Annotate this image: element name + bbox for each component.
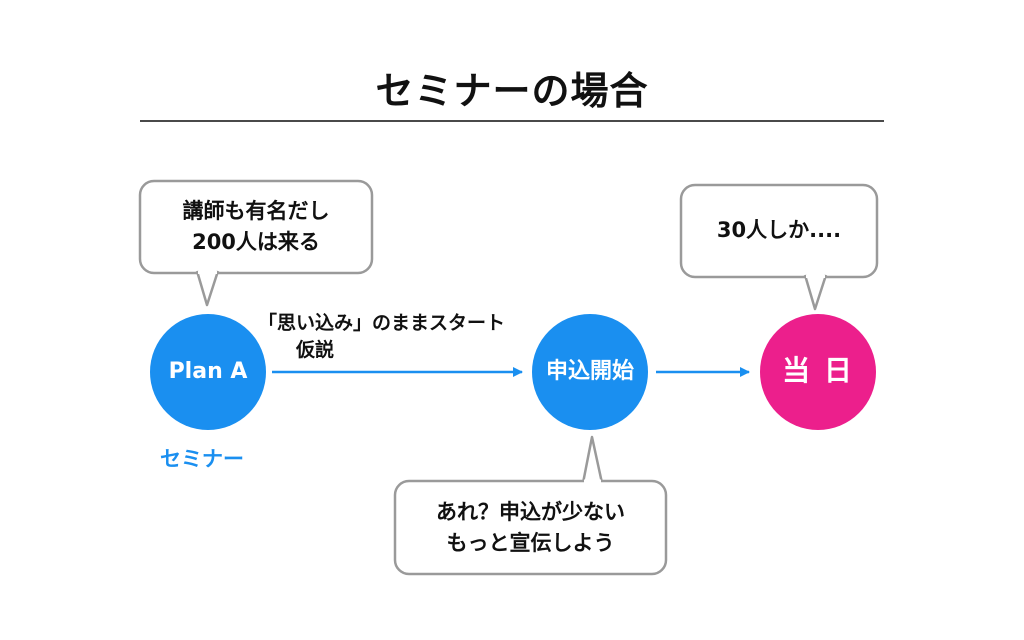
node-apply-start	[532, 314, 648, 430]
bubble-line: もっと宣伝しよう	[446, 531, 615, 555]
hypothesis-note: 「思い込み」のままスタート 仮説	[258, 310, 505, 364]
node-plan-a	[150, 314, 266, 430]
node-day-of	[760, 314, 876, 430]
node-label-plan-a: Plan A	[168, 359, 248, 384]
node-label-apply-start: 申込開始	[545, 359, 634, 384]
title-divider	[140, 120, 884, 122]
bubble-text-apply-start: あれ？申込が少ない もっと宣伝しよう	[395, 497, 666, 559]
speech-bubble-day-of	[679, 183, 879, 311]
note-line: 「思い込み」のままスタート	[258, 312, 506, 334]
bubble-text-plan-a: 講師も有名だし 200人は来る	[140, 196, 372, 258]
bubble-text-day-of: 30人しか....	[681, 215, 877, 246]
caption-seminar: セミナー	[160, 447, 244, 471]
speech-bubble-plan-a	[138, 179, 374, 307]
bubble-line: 30人しか....	[716, 218, 842, 242]
node-label-day-of: 当 日	[782, 354, 854, 387]
note-line: 仮説	[296, 339, 335, 361]
bubble-line: あれ？申込が少ない	[436, 500, 625, 524]
bubble-line: 講師も有名だし	[182, 199, 330, 223]
bubble-line: 200人は来る	[192, 230, 320, 254]
page-title: セミナーの場合	[375, 69, 649, 113]
speech-bubble-apply-start	[393, 435, 668, 576]
